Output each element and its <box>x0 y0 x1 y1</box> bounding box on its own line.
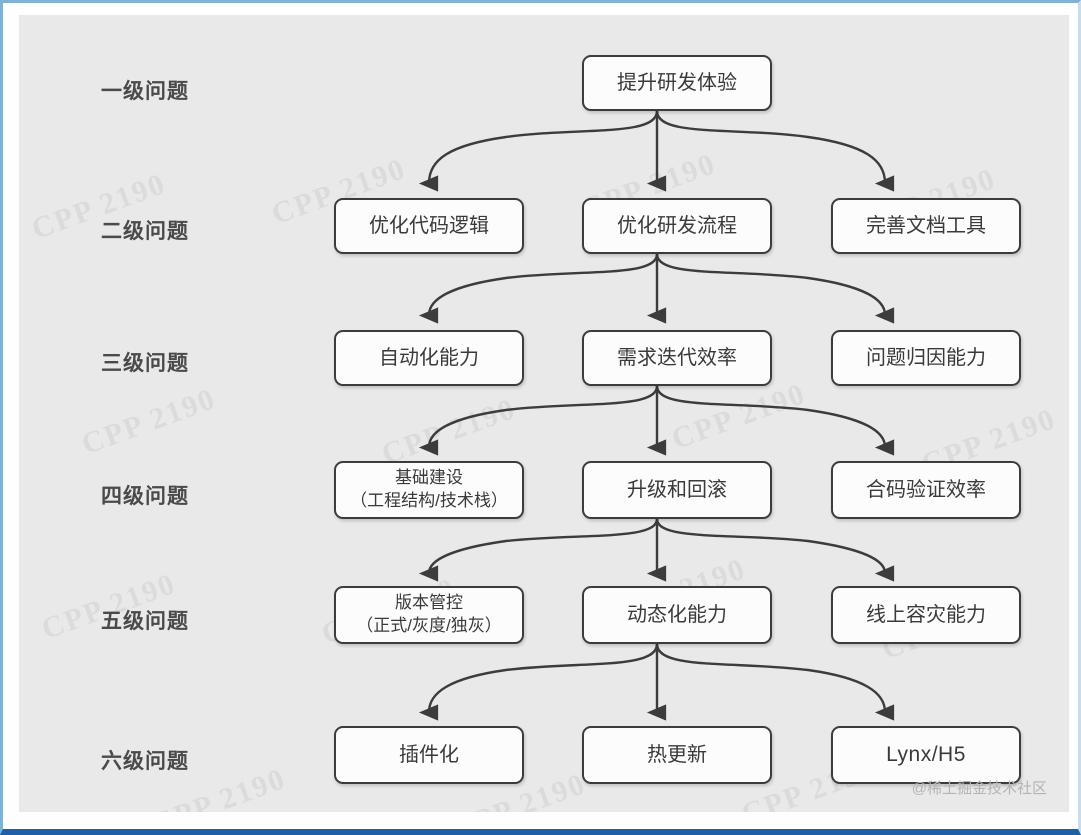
connector-l5-to-right <box>655 643 895 721</box>
node-label: 问题归因能力 <box>866 346 986 369</box>
connector-layer <box>418 110 895 721</box>
credit-watermark: @稀土掘金技术社区 <box>911 780 1047 797</box>
level-label-4: 四级问题 <box>101 485 189 508</box>
node-row3-right[interactable]: 问题归因能力 <box>831 330 1021 386</box>
node-label: 优化研发流程 <box>617 214 737 237</box>
connector-l4-to-left <box>418 518 659 582</box>
node-label: 热更新 <box>647 743 707 766</box>
node-row2-right[interactable]: 完善文档工具 <box>831 198 1021 254</box>
node-label: 自动化能力 <box>379 346 479 369</box>
node-row6-left[interactable]: 插件化 <box>334 726 524 784</box>
node-label: 合码验证效率 <box>866 478 986 501</box>
connector-group-level3-level4 <box>418 385 895 456</box>
node-label: 线上容灾能力 <box>866 603 986 626</box>
connector-l3-to-left <box>418 385 659 456</box>
node-label: 提升研发体验 <box>617 71 737 94</box>
node-label-line1: 基础建设 <box>395 468 463 488</box>
node-row5-right[interactable]: 线上容灾能力 <box>831 586 1021 644</box>
diagram-canvas: CPP 2190 CPP 2190 CPP 2190 CPP 2190 CPP … <box>19 15 1069 812</box>
node-label: Lynx/H5 <box>886 742 966 766</box>
level-label-6: 六级问题 <box>101 750 189 773</box>
connector-l3-to-right <box>655 385 895 456</box>
node-row6-right[interactable]: Lynx/H5 <box>831 726 1021 784</box>
connector-group-level4-level5 <box>418 518 895 582</box>
connector-l5-to-left <box>418 643 659 721</box>
connector-root-to-right <box>655 110 895 192</box>
node-row5-left[interactable]: 版本管控 （正式/灰度/独灰） <box>334 586 524 644</box>
node-row3-center[interactable]: 需求迭代效率 <box>582 330 772 386</box>
node-row4-right[interactable]: 合码验证效率 <box>831 461 1021 519</box>
node-root[interactable]: 提升研发体验 <box>582 55 772 111</box>
node-label: 完善文档工具 <box>866 214 986 237</box>
level-label-2: 二级问题 <box>101 220 189 243</box>
node-row3-left[interactable]: 自动化能力 <box>334 330 524 386</box>
connector-l2-to-right <box>655 253 895 324</box>
node-row2-left[interactable]: 优化代码逻辑 <box>334 198 524 254</box>
node-row2-center[interactable]: 优化研发流程 <box>582 198 772 254</box>
node-label-line2: （工程结构/技术栈） <box>350 491 508 510</box>
node-row6-center[interactable]: 热更新 <box>582 726 772 784</box>
connector-group-level5-level6 <box>418 643 895 721</box>
node-row4-left[interactable]: 基础建设 （工程结构/技术栈） <box>334 461 524 519</box>
node-label-line1: 版本管控 <box>395 593 463 613</box>
node-label-line2: （正式/灰度/独灰） <box>356 616 502 635</box>
connector-l2-to-left <box>418 253 659 324</box>
connector-group-level2-level3 <box>418 253 895 324</box>
node-label: 升级和回滚 <box>627 478 727 501</box>
connector-root-to-left <box>418 110 659 192</box>
connector-group-level1-level2 <box>418 110 895 192</box>
level-label-1: 一级问题 <box>101 80 189 103</box>
level-label-5: 五级问题 <box>101 610 189 633</box>
level-label-3: 三级问题 <box>101 352 189 375</box>
connector-l4-to-right <box>655 518 895 582</box>
node-label: 插件化 <box>399 743 459 766</box>
node-row4-center[interactable]: 升级和回滚 <box>582 461 772 519</box>
node-row5-center[interactable]: 动态化能力 <box>582 586 772 644</box>
node-label: 动态化能力 <box>627 603 727 626</box>
node-label: 需求迭代效率 <box>617 346 737 369</box>
node-label: 优化代码逻辑 <box>369 214 489 237</box>
